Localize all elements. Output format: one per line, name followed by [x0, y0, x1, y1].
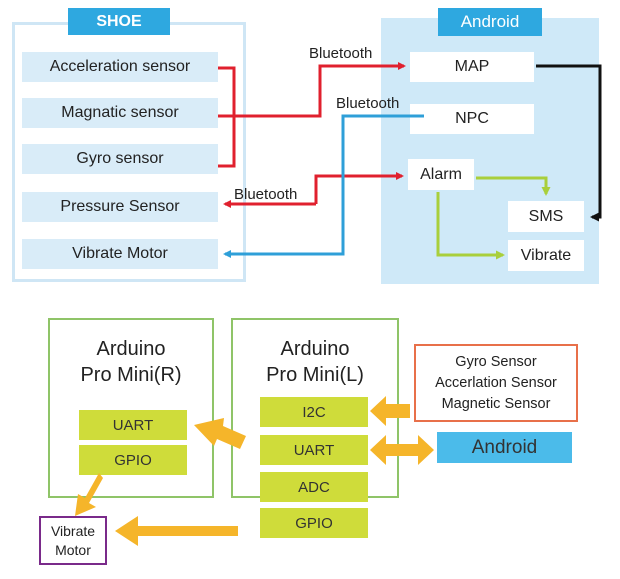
map-to-sms-wire: [536, 64, 602, 222]
arduino-right-gpio-pin: GPIO: [79, 445, 187, 475]
sms-app-box: SMS: [508, 201, 584, 232]
orange-arrows: [75, 396, 434, 546]
npc-bluetooth-wire: [223, 114, 424, 258]
pressure-sensor-box: Pressure Sensor: [22, 192, 218, 222]
vibrate-motor-output-box: Vibrate Motor: [39, 516, 107, 565]
vibrate-motor-box: Vibrate Motor: [22, 239, 218, 269]
vibrate-app-box: Vibrate: [508, 240, 584, 271]
arduino-right-title: Arduino Pro Mini(R): [48, 336, 214, 388]
arduino-left-title-line2: Pro Mini(L): [266, 364, 364, 386]
acceleration-sensor-box: Acceleration sensor: [22, 52, 218, 82]
arduino-left-uart-pin: UART: [260, 435, 368, 465]
arduino-right-title-line2: Pro Mini(R): [80, 364, 182, 386]
android-title: Android: [438, 8, 542, 36]
arduino-left-gpio-pin: GPIO: [260, 508, 368, 538]
map-app-box: MAP: [410, 52, 534, 82]
sensor-module-line3: Magnetic Sensor: [441, 395, 551, 412]
sensor-module-line2: Accerlation Sensor: [435, 374, 557, 391]
bluetooth-label-3: Bluetooth: [234, 186, 298, 203]
sensor-module-box: Gyro Sensor Accerlation Sensor Magnetic …: [414, 344, 578, 422]
sensor-module-line1: Gyro Sensor: [455, 353, 537, 370]
arduino-left-title-line1: Arduino: [280, 338, 350, 360]
android-device-box: Android: [437, 432, 572, 463]
arduino-left-title: Arduino Pro Mini(L): [231, 336, 399, 388]
shoe-title: SHOE: [68, 8, 170, 35]
pressure-bluetooth-wire: [223, 172, 404, 208]
sensor-bluetooth-wire: [218, 62, 406, 168]
bluetooth-label-1: Bluetooth: [309, 45, 373, 62]
sensor-to-i2c-arrow: [370, 396, 410, 426]
arduino-right-title-line1: Arduino: [96, 338, 166, 360]
vibrate-motor-line1: Vibrate: [50, 522, 96, 539]
alarm-app-box: Alarm: [408, 159, 474, 190]
gyro-sensor-box: Gyro sensor: [22, 144, 218, 174]
arduino-right-uart-pin: UART: [79, 410, 187, 440]
arduino-left-adc-pin: ADC: [260, 472, 368, 502]
uart-l-to-uart-r-arrow: [194, 418, 246, 449]
android-uart-double-arrow: [370, 435, 434, 465]
arduino-left-i2c-pin: I2C: [260, 397, 368, 427]
gpio-to-vibrate-arrow: [75, 473, 103, 516]
bluetooth-label-2: Bluetooth: [336, 95, 400, 112]
alarm-to-apps-wire: [436, 176, 551, 260]
npc-app-box: NPC: [410, 104, 534, 134]
magnetic-sensor-box: Magnatic sensor: [22, 98, 218, 128]
vibrate-motor-line2: Motor: [55, 541, 91, 558]
main-to-vibrate-arrow: [115, 516, 238, 546]
